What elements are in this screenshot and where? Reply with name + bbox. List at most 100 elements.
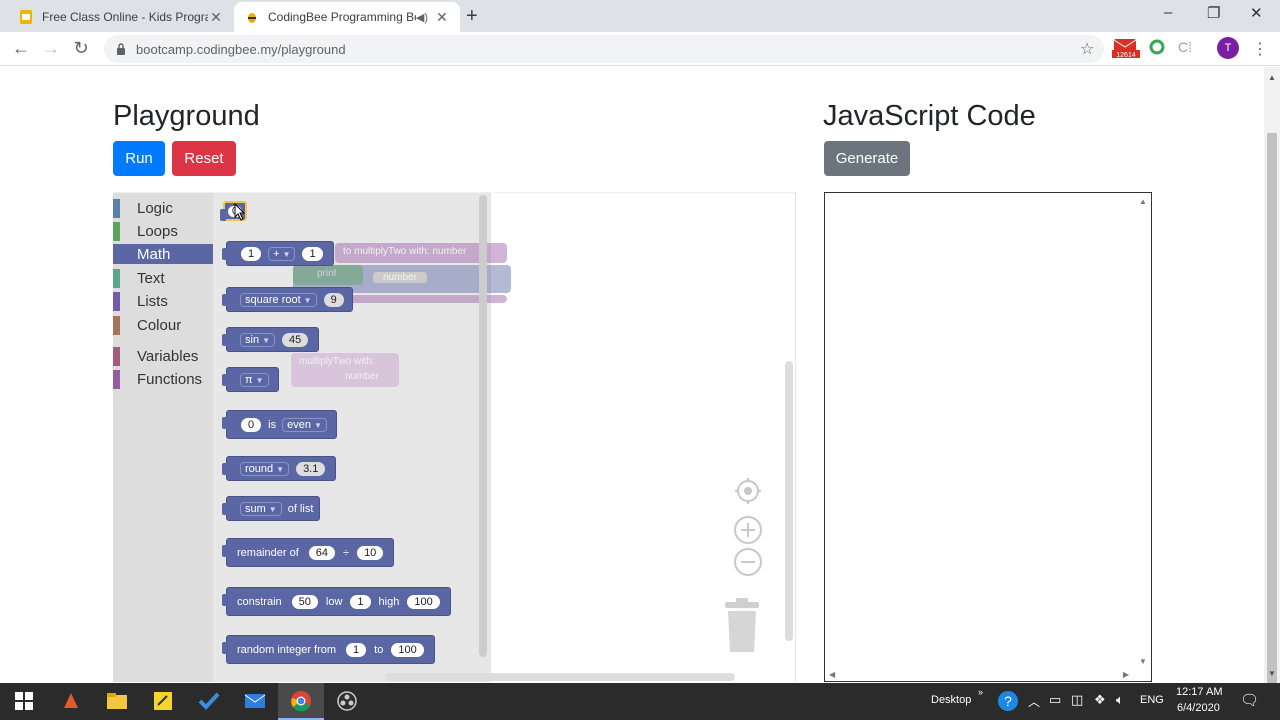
math-round-block[interactable]: round▼ 3.1: [221, 456, 337, 481]
extension-icon[interactable]: C⁞: [1178, 39, 1192, 55]
divisor-input[interactable]: 10: [357, 545, 384, 560]
dropbox-icon[interactable]: ❖: [1094, 692, 1106, 707]
function-definition-block[interactable]: to multiplyTwo with: number: [335, 243, 507, 263]
todo-check-icon[interactable]: [197, 690, 221, 712]
scroll-right-icon[interactable]: ▶: [1122, 670, 1129, 679]
scroll-left-icon[interactable]: ◀: [829, 670, 836, 679]
battery-icon[interactable]: ▭: [1049, 692, 1062, 707]
category-functions[interactable]: Functions: [113, 369, 213, 389]
scroll-up-icon[interactable]: ▲: [1268, 73, 1276, 82]
run-button[interactable]: Run: [113, 141, 165, 176]
math-property-block[interactable]: 0 is even▼: [222, 410, 337, 439]
address-bar[interactable]: bootcamp.codingbee.my/playground: [104, 35, 1104, 63]
zoom-out-icon[interactable]: [733, 547, 763, 577]
scroll-down-icon[interactable]: ▼: [1139, 657, 1147, 666]
file-explorer-icon[interactable]: [105, 690, 129, 712]
math-random-int-block[interactable]: random integer from 1 to 100: [222, 635, 435, 664]
value-input[interactable]: 45: [281, 332, 309, 347]
green-extension-icon[interactable]: [1149, 39, 1165, 60]
constrain-value-input[interactable]: 50: [291, 594, 318, 609]
dividend-input[interactable]: 64: [308, 545, 336, 560]
category-variables[interactable]: Variables: [113, 346, 213, 366]
low-input[interactable]: 1: [350, 594, 371, 609]
bookmark-star-icon[interactable]: ☆: [1080, 41, 1095, 58]
toolbar-expand-icon[interactable]: »: [978, 687, 984, 697]
from-input[interactable]: 1: [346, 642, 367, 657]
operand-b-input[interactable]: 1: [302, 246, 323, 261]
category-colour[interactable]: Colour: [113, 315, 213, 335]
category-math[interactable]: Math: [113, 244, 213, 264]
scroll-down-icon[interactable]: ▼: [1268, 669, 1276, 678]
desktop-toolbar-label[interactable]: Desktop: [931, 694, 972, 706]
blockly-workspace[interactable]: Logic Loops Math Text Lists Colour Varia…: [113, 192, 796, 682]
operator-dropdown[interactable]: +▼: [268, 246, 296, 261]
math-remainder-block[interactable]: remainder of 64 ÷ 10: [221, 538, 395, 567]
javascript-code-output[interactable]: ▲ ▼ ◀ ▶: [824, 192, 1152, 682]
forward-icon[interactable]: →: [42, 38, 60, 58]
tab-close-icon[interactable]: ✕: [436, 8, 448, 25]
zoom-in-icon[interactable]: [733, 515, 763, 545]
math-constrain-block[interactable]: constrain 50 low 1 high 100: [222, 587, 451, 616]
math-arithmetic-block[interactable]: 1 +▼ 1: [222, 241, 334, 266]
property-dropdown[interactable]: even▼: [282, 417, 327, 432]
recenter-icon[interactable]: [734, 477, 762, 505]
category-loops[interactable]: Loops: [113, 221, 213, 241]
flyout-scrollbar[interactable]: [479, 195, 487, 657]
math-trig-block[interactable]: sin▼ 45: [221, 327, 320, 352]
value-input[interactable]: 0: [241, 417, 262, 432]
constant-dropdown[interactable]: π▼: [240, 372, 269, 387]
to-input[interactable]: 100: [391, 642, 424, 657]
tab-close-icon[interactable]: ✕: [210, 8, 222, 25]
back-icon[interactable]: ←: [12, 38, 30, 58]
language-indicator[interactable]: ENG: [1140, 694, 1164, 706]
tab-free-class-online[interactable]: Free Class Online - Kids Program ✕: [8, 2, 234, 32]
audio-playing-icon[interactable]: ◀): [415, 11, 428, 24]
round-dropdown[interactable]: round▼: [240, 461, 290, 476]
category-text[interactable]: Text: [113, 268, 213, 288]
scroll-up-icon[interactable]: ▲: [1139, 197, 1147, 206]
obs-icon[interactable]: [335, 690, 359, 712]
browser-menu-icon[interactable]: ⋮: [1252, 41, 1268, 58]
profile-avatar[interactable]: T: [1217, 37, 1239, 59]
minimize-button[interactable]: –: [1164, 4, 1173, 21]
workspace-horizontal-scrollbar[interactable]: [385, 673, 735, 681]
mail-icon[interactable]: [243, 690, 267, 712]
maximize-button[interactable]: ❐: [1207, 5, 1221, 22]
clock-time[interactable]: 12:17 AM: [1176, 686, 1223, 698]
volume-icon[interactable]: 🔈︎: [1116, 692, 1124, 707]
show-hidden-icons[interactable]: ︿: [1028, 695, 1041, 709]
close-window-button[interactable]: ✕: [1250, 5, 1263, 22]
reload-icon[interactable]: ↻: [73, 38, 89, 58]
page-scrollbar[interactable]: ▲ ▼: [1264, 67, 1280, 693]
workspace-vertical-scrollbar[interactable]: [785, 361, 793, 641]
notifications-icon[interactable]: 🗨︎: [1240, 692, 1260, 709]
code-scrollbar[interactable]: ▲ ▼: [1137, 195, 1149, 666]
value-input[interactable]: 9: [323, 292, 344, 307]
high-input[interactable]: 100: [407, 594, 440, 609]
function-call-ghost-block[interactable]: multiplyTwo with: number: [291, 353, 399, 387]
function-dropdown[interactable]: square root▼: [240, 292, 317, 307]
chrome-icon[interactable]: [289, 690, 313, 712]
generate-button[interactable]: Generate: [824, 141, 910, 176]
print-ghost-block[interactable]: print: [293, 265, 363, 285]
value-input[interactable]: 3.1: [296, 461, 326, 476]
new-tab-button[interactable]: +: [466, 5, 478, 27]
page-scrollbar-thumb[interactable]: [1267, 133, 1277, 693]
category-lists[interactable]: Lists: [113, 291, 213, 311]
math-single-block[interactable]: square root▼ 9: [222, 287, 353, 312]
help-icon[interactable]: ?: [996, 690, 1020, 712]
sticky-notes-icon[interactable]: [151, 690, 175, 712]
tab-codingbee[interactable]: CodingBee Programming Bo ◀) ✕: [234, 2, 460, 32]
mail-extension-icon[interactable]: 12614: [1112, 37, 1140, 64]
operand-a-input[interactable]: 1: [241, 246, 262, 261]
category-logic[interactable]: Logic: [113, 198, 213, 218]
network-icon[interactable]: ◫: [1071, 692, 1084, 707]
function-dropdown[interactable]: sin▼: [240, 332, 275, 347]
clock-date[interactable]: 6/4/2020: [1177, 702, 1220, 714]
math-constant-block[interactable]: π▼: [222, 367, 279, 392]
reset-button[interactable]: Reset: [172, 141, 236, 176]
app-red-icon[interactable]: [59, 690, 83, 712]
trash-icon[interactable]: [721, 598, 763, 654]
math-on-list-block[interactable]: sum▼ of list: [221, 496, 321, 521]
windows-start-icon[interactable]: [12, 690, 36, 712]
